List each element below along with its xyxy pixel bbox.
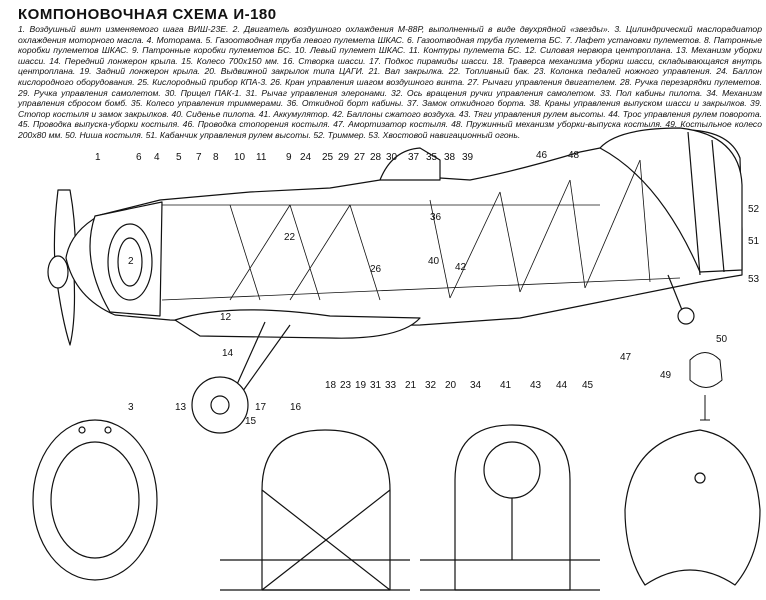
callout-34: 34 — [470, 380, 482, 391]
callout-13: 13 — [175, 402, 187, 413]
spinner — [47, 255, 69, 289]
callout-21: 21 — [405, 380, 417, 391]
fuselage-truss — [161, 159, 681, 301]
callout-30: 30 — [386, 152, 398, 163]
callout-10: 10 — [234, 152, 246, 163]
callout-11: 11 — [256, 152, 267, 163]
callout-27: 27 — [354, 152, 366, 163]
callout-38: 38 — [444, 152, 456, 163]
callout-1: 1 — [95, 152, 101, 163]
callout-19: 19 — [355, 380, 367, 391]
callout-20: 20 — [445, 380, 457, 391]
callout-50: 50 — [716, 334, 728, 345]
wing-section-view — [689, 352, 723, 421]
callout-numbers-right: 52 51 53 50 — [716, 204, 760, 345]
callout-36: 36 — [430, 212, 442, 223]
callout-29: 29 — [338, 152, 350, 163]
callout-25: 25 — [322, 152, 334, 163]
callout-43: 43 — [530, 380, 542, 391]
callout-32: 32 — [425, 380, 437, 391]
callout-44: 44 — [556, 380, 568, 391]
callout-9: 9 — [286, 152, 292, 163]
callout-35: 35 — [426, 152, 438, 163]
callout-46: 46 — [536, 150, 548, 161]
frame-section-4 — [624, 429, 761, 586]
callout-39: 39 — [462, 152, 474, 163]
callout-4: 4 — [154, 152, 160, 163]
callout-41: 41 — [500, 380, 512, 391]
frame-section-2 — [220, 429, 410, 591]
wing-center-section — [174, 309, 421, 339]
callout-7: 7 — [196, 152, 202, 163]
frame-section-1 — [32, 419, 158, 581]
callout-15: 15 — [245, 416, 257, 427]
callout-42: 42 — [455, 262, 467, 273]
callout-22: 22 — [284, 232, 296, 243]
callout-14: 14 — [222, 348, 234, 359]
callout-numbers-top: 1 6 4 5 7 8 10 11 9 24 25 29 27 28 30 37… — [95, 150, 580, 163]
callout-37: 37 — [408, 152, 420, 163]
callout-18: 18 — [325, 380, 337, 391]
callout-33: 33 — [385, 380, 397, 391]
callout-23: 23 — [340, 380, 352, 391]
callout-49: 49 — [660, 370, 672, 381]
engine-cylinders — [107, 223, 153, 301]
callout-8: 8 — [213, 152, 219, 163]
callout-31: 31 — [370, 380, 382, 391]
legend-text: 1. Воздушный винт изменяемого шага ВИШ-2… — [18, 24, 762, 140]
callout-51: 51 — [748, 236, 760, 247]
callout-numbers-bottom: 3 13 14 17 16 15 18 23 19 31 33 21 32 20… — [128, 348, 672, 427]
callout-48: 48 — [568, 150, 580, 161]
callout-53: 53 — [748, 274, 760, 285]
callout-26: 26 — [370, 264, 382, 275]
callout-28: 28 — [370, 152, 382, 163]
callout-45: 45 — [582, 380, 594, 391]
main-landing-gear — [191, 321, 291, 434]
callout-40: 40 — [428, 256, 440, 267]
callout-52: 52 — [748, 204, 760, 215]
tail-fin — [599, 127, 743, 273]
callout-2: 2 — [128, 256, 134, 267]
callout-numbers-inner: 2 22 12 26 36 40 42 — [128, 212, 467, 323]
callout-5: 5 — [176, 152, 182, 163]
callout-6: 6 — [136, 152, 142, 163]
callout-3: 3 — [128, 402, 134, 413]
callout-16: 16 — [290, 402, 302, 413]
engine-cowling — [89, 201, 163, 317]
callout-24: 24 — [300, 152, 312, 163]
diagram-title: КОМПОНОВОЧНАЯ СХЕМА И-180 — [18, 6, 277, 23]
callout-47: 47 — [620, 352, 632, 363]
canopy — [379, 147, 441, 181]
tail-wheel — [667, 274, 695, 325]
frame-section-3 — [420, 424, 600, 591]
callout-17: 17 — [255, 402, 267, 413]
callout-12: 12 — [220, 312, 232, 323]
